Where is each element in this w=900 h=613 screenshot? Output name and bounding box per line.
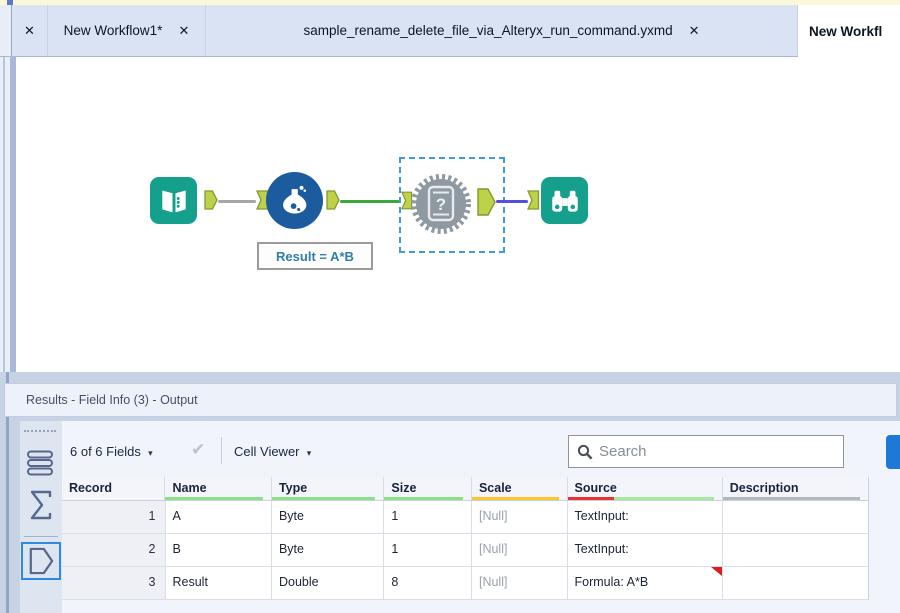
gear-teeth xyxy=(411,174,471,234)
description-cell xyxy=(722,567,869,600)
column-header-size[interactable]: Size xyxy=(384,477,472,501)
text-input-tool[interactable] xyxy=(150,177,197,224)
type-cell: Byte xyxy=(271,501,385,534)
column-header-record[interactable]: Record xyxy=(62,477,166,501)
top-edge-strip xyxy=(0,0,900,5)
input-anchor[interactable] xyxy=(526,190,540,215)
scrolled-tab-fragment xyxy=(0,5,12,56)
cell-warning-flag-icon xyxy=(710,567,722,576)
stacked-rows-icon xyxy=(27,450,53,476)
sigma-icon xyxy=(30,490,52,520)
description-cell xyxy=(722,534,869,567)
cell-viewer-label: Cell Viewer xyxy=(234,444,300,459)
formula-tool[interactable] xyxy=(266,172,323,229)
tab-sample-rename-delete-file[interactable]: sample_rename_delete_file_via_Alteryx_ru… xyxy=(206,5,798,56)
formula-annotation[interactable]: Result = A*B xyxy=(257,242,373,270)
output-anchor[interactable] xyxy=(477,188,496,221)
tab-label: New Workflow1* xyxy=(63,23,163,38)
output-anchor[interactable] xyxy=(204,190,218,215)
close-hidden-tab-button[interactable]: ✕ xyxy=(12,5,48,56)
record-cell: 1 xyxy=(62,501,166,534)
tab-label: sample_rename_delete_file_via_Alteryx_ru… xyxy=(303,23,673,38)
connection-wire xyxy=(218,200,256,203)
chevron-down-icon: ▾ xyxy=(306,448,312,458)
question-mark-icon: ? xyxy=(436,195,446,214)
connection-wire xyxy=(496,200,528,203)
apply-check-button[interactable]: ✔ xyxy=(191,440,205,460)
name-cell: A xyxy=(165,501,272,534)
tab-new-workflow1[interactable]: New Workflow1* ✕ xyxy=(48,5,206,56)
name-cell: Result xyxy=(165,567,272,600)
strip-divider xyxy=(24,536,58,537)
size-cell: 8 xyxy=(384,567,472,600)
search-icon xyxy=(577,444,593,459)
size-cell: 1 xyxy=(384,501,472,534)
table-row[interactable]: 1 A Byte 1 [Null] TextInput: xyxy=(62,501,869,534)
results-search-box[interactable] xyxy=(568,435,844,468)
canvas-left-gutter xyxy=(0,57,16,372)
fields-dropdown-label: 6 of 6 Fields xyxy=(70,444,141,459)
window-edge-fragment xyxy=(7,0,13,7)
table-row[interactable]: 3 Result Double 8 [Null] Formula: A*B xyxy=(62,567,869,600)
toolbar-divider xyxy=(221,437,222,464)
description-cell xyxy=(722,501,869,534)
anchor-pentagon-icon xyxy=(29,547,54,575)
tool-selection-box xyxy=(399,157,505,253)
record-cell: 2 xyxy=(62,534,166,567)
table-view-button[interactable] xyxy=(26,450,56,481)
results-title-bar[interactable]: Results - Field Info (3) - Output xyxy=(4,383,897,417)
annotation-text: Result = A*B xyxy=(276,248,354,264)
tab-new-workflow2-active[interactable]: New Workfl xyxy=(798,5,900,58)
output-anchor-view-button-selected[interactable] xyxy=(21,542,61,580)
close-icon[interactable]: ✕ xyxy=(688,23,700,38)
results-action-button[interactable] xyxy=(886,435,900,469)
document-outline xyxy=(427,185,455,222)
name-cell: B xyxy=(165,534,272,567)
connection-wire xyxy=(340,200,400,203)
results-title: Results - Field Info (3) - Output xyxy=(26,393,198,407)
type-cell: Double xyxy=(271,567,385,600)
source-cell: TextInput: xyxy=(567,501,723,534)
close-icon[interactable]: ✕ xyxy=(178,23,190,38)
column-header-scale[interactable]: Scale xyxy=(471,477,568,501)
column-header-type[interactable]: Type xyxy=(271,477,385,501)
column-header-name[interactable]: Name xyxy=(165,477,272,501)
binoculars-icon xyxy=(551,190,578,212)
metadata-view-button[interactable] xyxy=(28,489,54,526)
flask-icon xyxy=(282,185,306,213)
scale-cell: [Null] xyxy=(471,567,568,600)
output-anchor[interactable] xyxy=(326,190,340,215)
cell-viewer-dropdown[interactable]: Cell Viewer ▾ xyxy=(234,444,311,459)
close-icon: ✕ xyxy=(24,23,35,38)
open-book-icon xyxy=(161,190,186,212)
browse-tool[interactable] xyxy=(541,177,588,224)
chevron-down-icon: ▾ xyxy=(148,448,153,458)
scale-cell: [Null] xyxy=(471,534,568,567)
column-header-source[interactable]: Source xyxy=(567,477,723,501)
check-icon: ✔ xyxy=(191,440,206,459)
column-header-description[interactable]: Description xyxy=(722,477,869,501)
drag-grip[interactable] xyxy=(24,430,56,433)
record-cell: 3 xyxy=(62,567,166,600)
search-input[interactable] xyxy=(599,443,835,460)
source-cell: TextInput: xyxy=(567,534,723,567)
type-cell: Byte xyxy=(271,534,385,567)
source-cell: Formula: A*B xyxy=(567,567,723,600)
workflow-tab-bar: ✕ New Workflow1* ✕ sample_rename_delete_… xyxy=(0,5,900,58)
table-row[interactable]: 2 B Byte 1 [Null] TextInput: xyxy=(62,534,869,567)
results-left-gutter xyxy=(6,372,9,613)
tab-label: New Workfl xyxy=(809,24,883,39)
scale-cell: [Null] xyxy=(471,501,568,534)
fields-dropdown[interactable]: 6 of 6 Fields ▾ xyxy=(70,444,153,459)
table-header-row: Record Name Type Size Scale Source Descr… xyxy=(62,477,869,501)
field-info-table: Record Name Type Size Scale Source Descr… xyxy=(62,477,869,600)
input-anchor[interactable] xyxy=(400,191,413,215)
size-cell: 1 xyxy=(384,534,472,567)
unknown-macro-tool[interactable]: ? xyxy=(405,168,477,240)
input-anchor[interactable] xyxy=(255,190,269,215)
